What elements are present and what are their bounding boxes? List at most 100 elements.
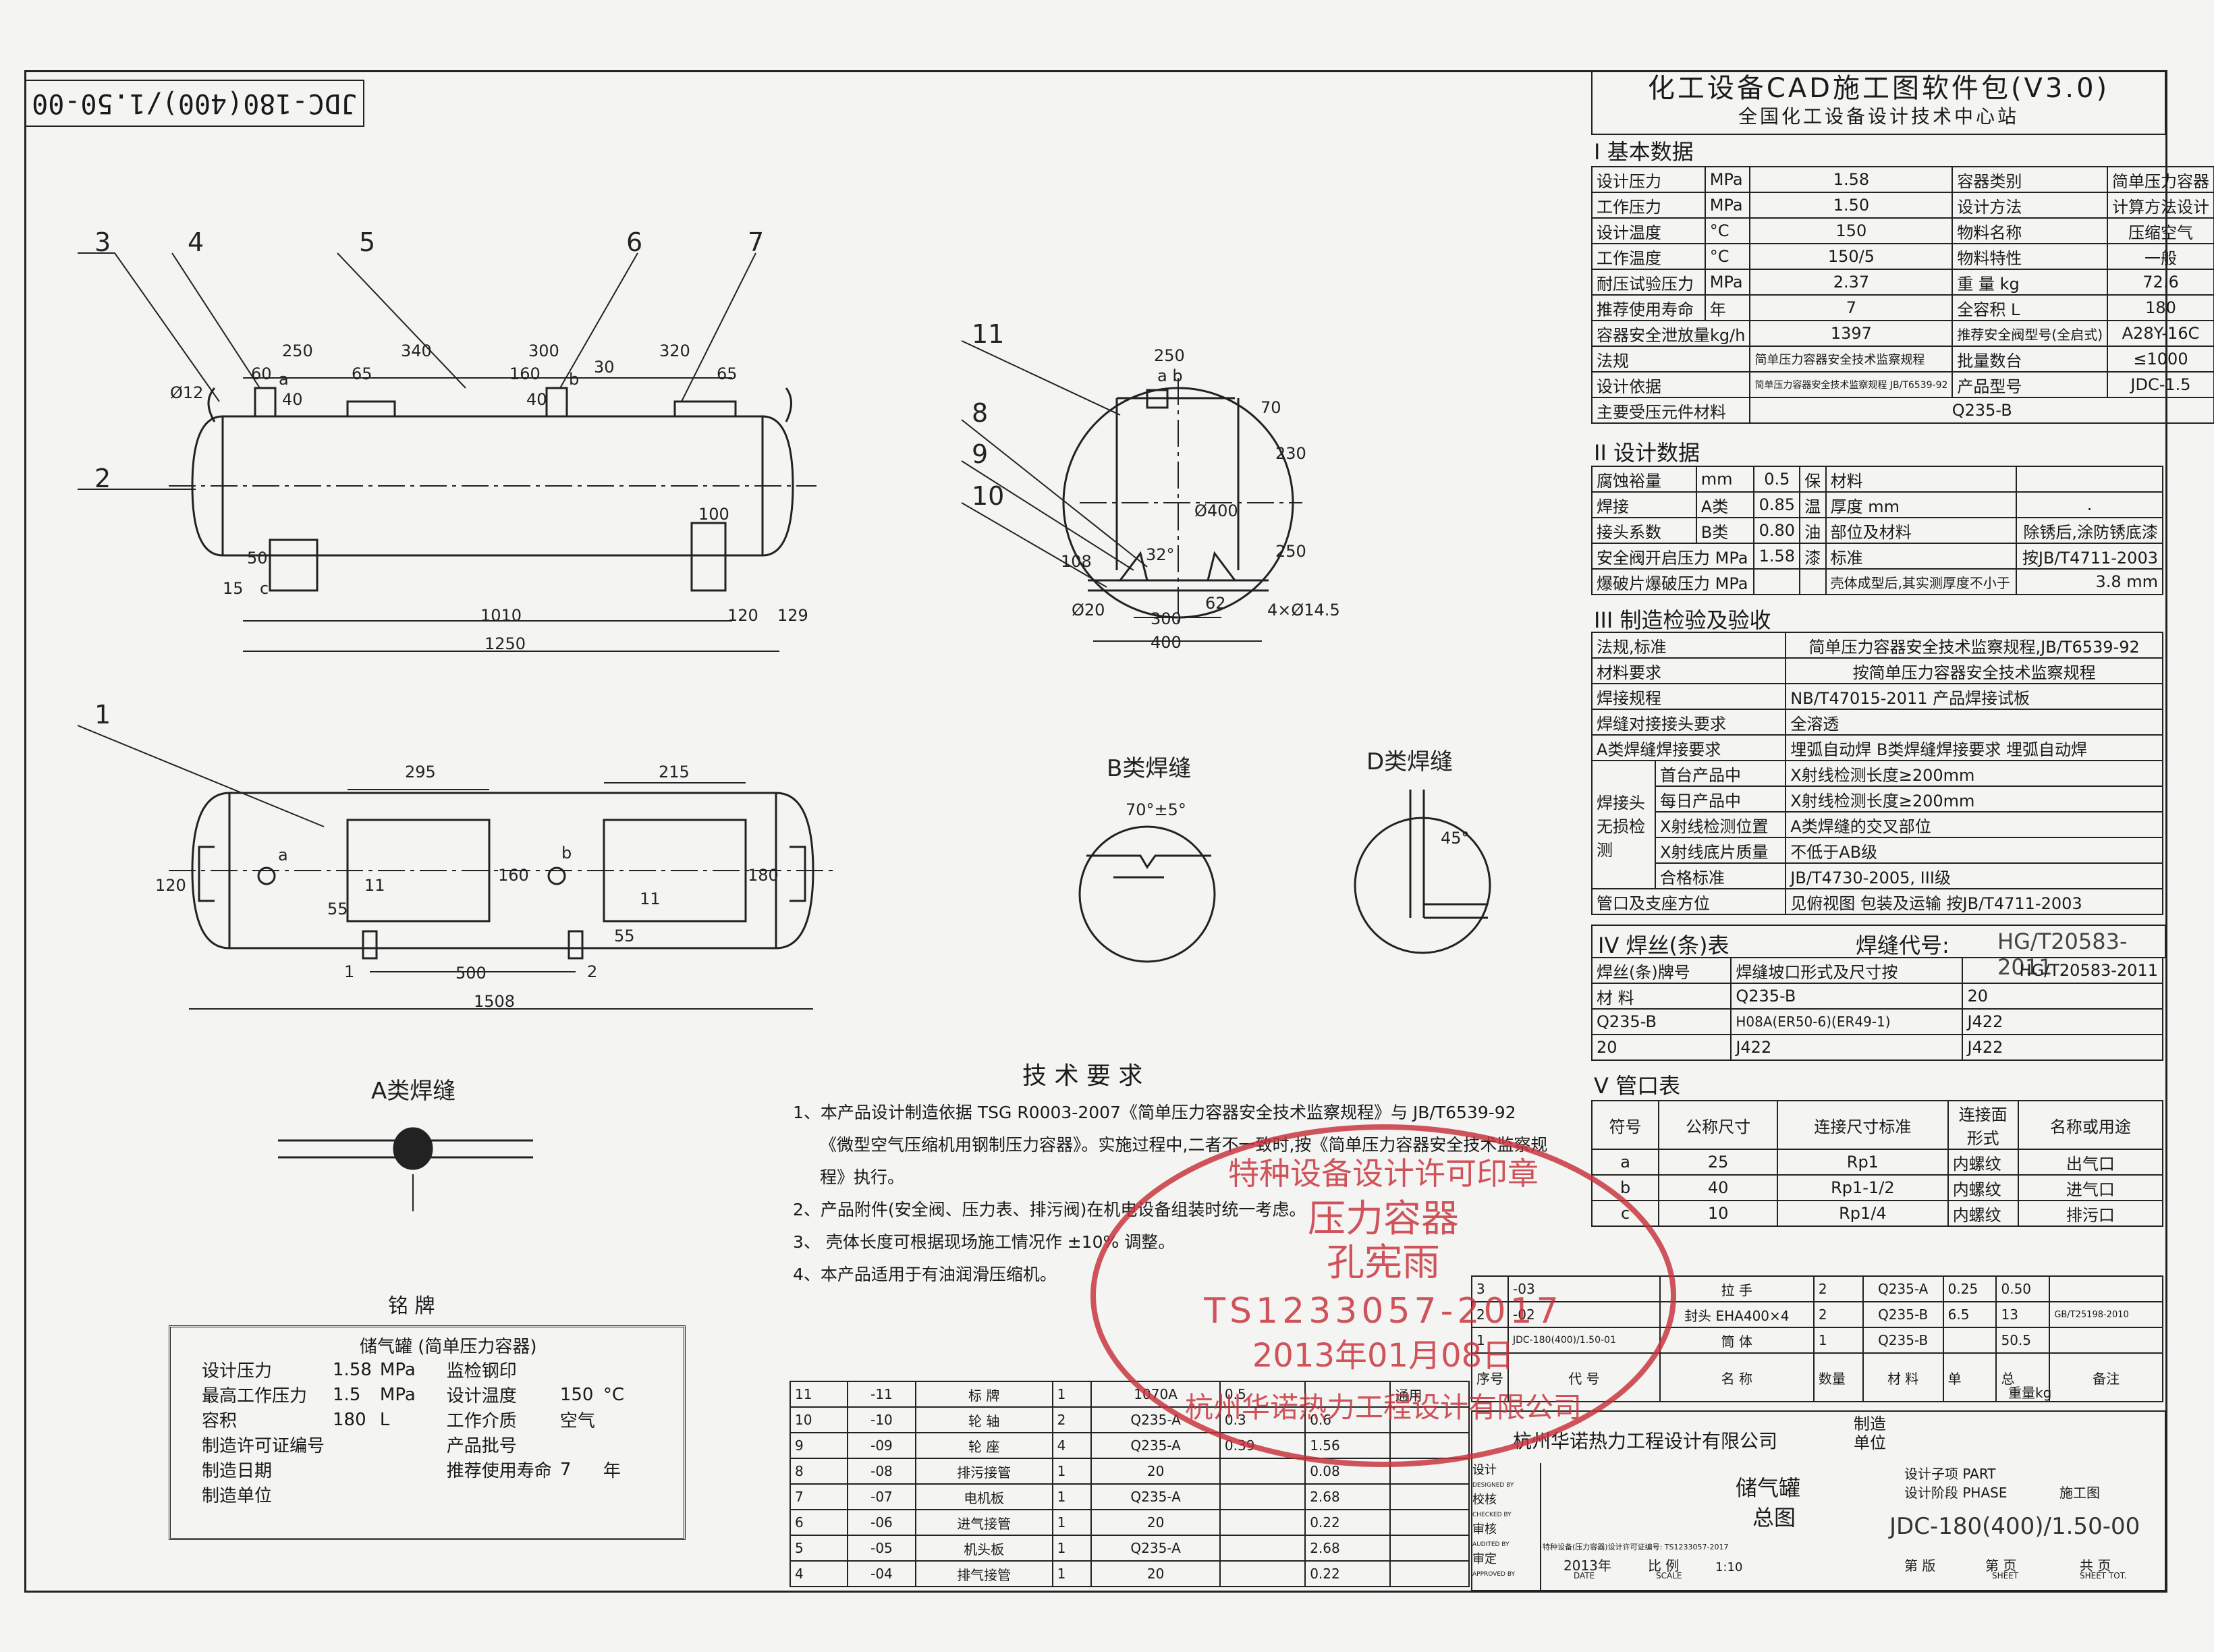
design-en: DESIGNED BY: [1472, 1482, 1514, 1489]
dim-250v: 250: [1275, 542, 1306, 561]
cell: 13: [1995, 1301, 2051, 1328]
cell: 保: [1799, 466, 1827, 493]
cell: [599, 1407, 628, 1432]
cell: MPa: [1704, 192, 1751, 219]
cell: 一般: [2107, 243, 2214, 270]
dim-phi400: Ø400: [1194, 501, 1238, 520]
cell: JDC-180(400)/1.50-01: [1507, 1327, 1661, 1354]
cell: 20: [1090, 1458, 1221, 1485]
cell: 设计压力: [202, 1361, 273, 1381]
balloon-4: 4: [188, 227, 204, 257]
table-row: 材料要求按简单压力容器安全技术监察规程: [1590, 657, 2163, 684]
cell: 物料名称: [1952, 217, 2108, 244]
cell: a: [1590, 1149, 1660, 1176]
cell: .: [2016, 491, 2163, 518]
tech-req-item: 《微型空气压缩机用钢制压力容器》。实施过程中,二者不一致时,按《简单压力容器安全…: [820, 1135, 1548, 1187]
page: 第 页: [1985, 1558, 2017, 1574]
cell: 制造许可证编号: [202, 1436, 325, 1456]
cell: A类焊缝焊接要求: [1590, 734, 1787, 761]
cell: 材 料: [1590, 983, 1732, 1010]
tech-req-item: 4、本产品适用于有油润滑压缩机。: [793, 1265, 1057, 1284]
cell: -06: [847, 1509, 916, 1536]
dim-40b: 40: [526, 390, 547, 409]
dim-1250: 1250: [485, 634, 526, 653]
cell: [2049, 1327, 2163, 1354]
cell: 容器类别: [1952, 166, 2108, 193]
cell: [420, 1482, 556, 1507]
check-label: 校核: [1472, 1493, 1497, 1507]
cell: 焊缝对接接头要求: [1590, 709, 1787, 736]
title-block: 杭州华诺热力工程设计有限公司 制造单位 设计 DESIGNED BY 校核 CH…: [1471, 1410, 2166, 1591]
dim-55a: 55: [327, 900, 348, 918]
cell: 10: [1658, 1200, 1779, 1227]
cell: 封头 EHA400×4: [1659, 1301, 1815, 1328]
cell: 2: [1471, 1301, 1509, 1328]
cell: 监检钢印: [446, 1361, 517, 1381]
cell: 容器安全泄放量kg/h: [1590, 320, 1751, 347]
cell: 工作温度: [1591, 243, 1706, 270]
audit-en: AUDITED BY: [1472, 1541, 1510, 1548]
cell: Q235-B: [1862, 1327, 1944, 1354]
cell: -03: [1507, 1275, 1661, 1302]
header-cell: 备注: [2049, 1352, 2163, 1402]
cell: 爆破片爆破压力 MPa: [1590, 568, 1755, 595]
cell: 不低于AB级: [1785, 837, 2163, 864]
cell: -07: [847, 1483, 916, 1510]
cell: Q235-A: [1090, 1483, 1221, 1510]
cell: Rp1: [1777, 1149, 1949, 1176]
cell: 制造单位: [202, 1486, 273, 1506]
cell: 6: [789, 1509, 849, 1536]
cell: [1389, 1406, 1470, 1433]
cell: 设计温度: [446, 1386, 517, 1406]
cell: [376, 1432, 420, 1457]
label-b-weld: B类焊缝: [1107, 755, 1191, 782]
cell: 180: [333, 1409, 366, 1430]
cell: 1: [1812, 1327, 1864, 1354]
cell: 材料: [1825, 466, 2018, 493]
section4-header: IV 焊丝(条)表 焊缝代号: HG/T20583-2011: [1591, 925, 2166, 980]
cell: 0.3: [1219, 1406, 1306, 1433]
cell: 焊接规程: [1590, 683, 1787, 710]
dim-300-side: 300: [1151, 609, 1182, 628]
tech-req-title: 技 术 要 求: [1022, 1062, 1143, 1090]
cell: 进气口: [2017, 1174, 2164, 1201]
dim-160: 160: [509, 364, 541, 383]
cell: -05: [847, 1535, 916, 1562]
cell: [1389, 1483, 1470, 1510]
stamp-line5: TS1233057-2017: [1203, 1291, 1562, 1331]
dim-400: 400: [1151, 633, 1182, 652]
cell: J422: [1962, 1008, 2163, 1035]
cell: 1.58: [1749, 166, 1954, 193]
cell: B类: [1695, 517, 1755, 544]
header-cell: 总: [1995, 1352, 2051, 1402]
cell: 焊接头无损检测: [1591, 760, 1656, 889]
dim-50: 50: [247, 549, 268, 568]
year: 2013年: [1563, 1558, 1611, 1574]
cell: 接头系数: [1591, 517, 1697, 544]
cell: [1799, 568, 1827, 595]
balloon-8: 8: [972, 398, 988, 428]
drawing-frame: [24, 70, 2167, 1593]
cell: 2.37: [1749, 269, 1954, 296]
maker-unit: 制造单位: [1854, 1414, 1886, 1452]
cell: 8: [789, 1458, 849, 1485]
cell: [1219, 1535, 1306, 1562]
cell: L: [379, 1409, 390, 1430]
dim-1508: 1508: [474, 992, 515, 1011]
dim-phi12: Ø12: [170, 383, 203, 402]
cell: 1.50: [1749, 192, 1954, 219]
cell: MPa: [1704, 166, 1751, 193]
label-d-weld: D类焊缝: [1366, 748, 1453, 775]
cell: 设计压力: [1591, 166, 1706, 193]
cell: 4: [1051, 1432, 1092, 1459]
cell: 40: [1658, 1174, 1779, 1201]
cell: 20: [1590, 1034, 1732, 1061]
